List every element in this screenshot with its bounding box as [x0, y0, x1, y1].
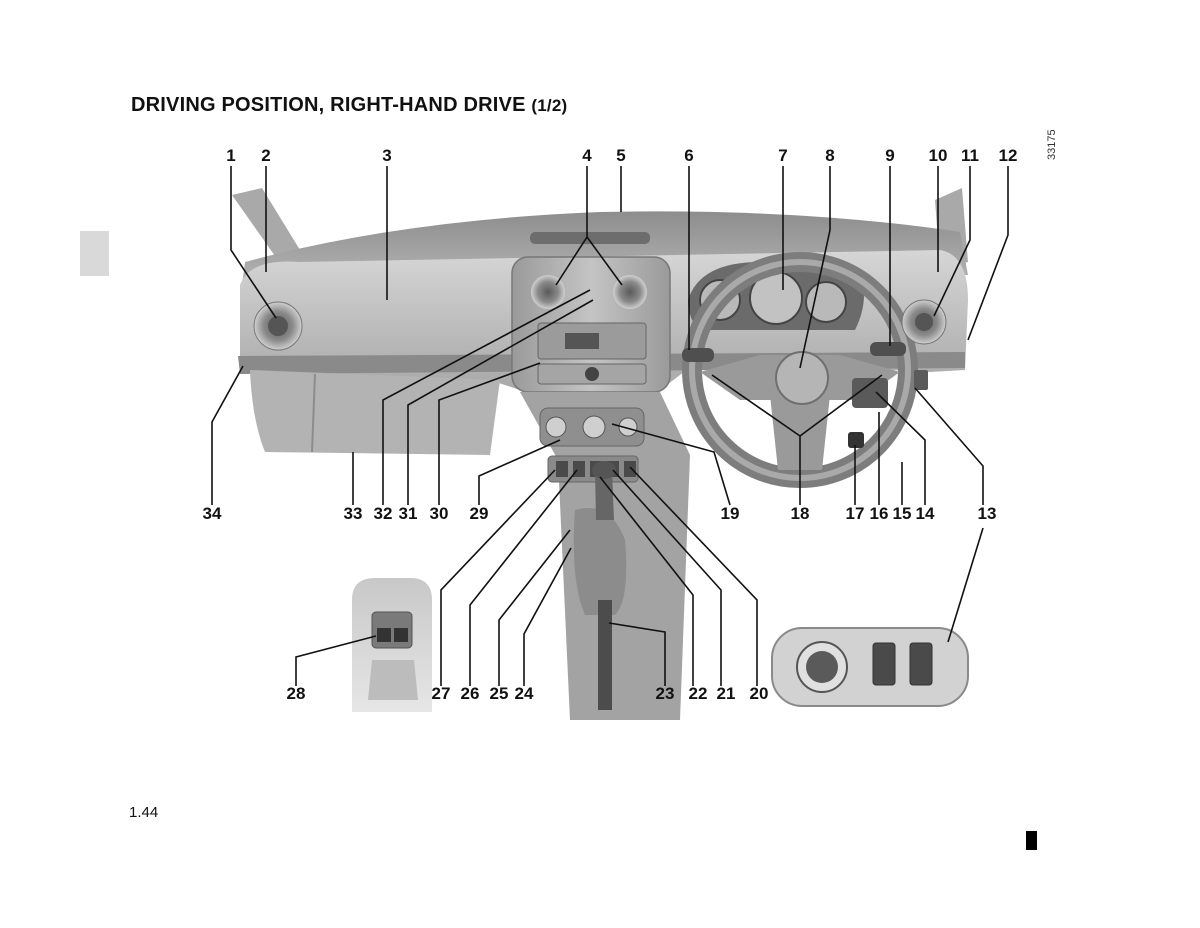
callout-25: 25	[490, 684, 509, 703]
callout-2: 2	[261, 146, 270, 165]
callout-10: 10	[929, 146, 948, 165]
end-of-section-mark	[1026, 831, 1037, 850]
callout-24: 24	[515, 684, 534, 703]
callout-1: 1	[226, 146, 235, 165]
callout-4: 4	[582, 146, 592, 165]
callout-6: 6	[684, 146, 693, 165]
callout-7: 7	[778, 146, 787, 165]
callout-27: 27	[432, 684, 451, 703]
callout-5: 5	[616, 146, 625, 165]
window-switch-inset-illustration	[352, 578, 432, 712]
callout-30: 30	[430, 504, 449, 523]
callout-34: 34	[203, 504, 222, 523]
page-title: DRIVING POSITION, RIGHT-HAND DRIVE (1/2)	[131, 94, 567, 117]
callout-29: 29	[470, 504, 489, 523]
page-title-text: DRIVING POSITION, RIGHT-HAND DRIVE	[131, 94, 526, 116]
callout-15: 15	[893, 504, 912, 523]
page-number: 1.44	[129, 804, 159, 821]
callouts-middle: 34 33 32 31 30 29 19 18 17 16 15 14 13	[203, 504, 997, 523]
mirror-control-inset-illustration	[771, 627, 969, 707]
callout-31: 31	[399, 504, 418, 523]
callout-11: 11	[961, 146, 979, 165]
chapter-tab	[80, 231, 109, 276]
callout-12: 12	[999, 146, 1018, 165]
callout-33: 33	[344, 504, 363, 523]
callout-14: 14	[916, 504, 935, 523]
callout-19: 19	[721, 504, 740, 523]
dashboard-illustration	[232, 188, 968, 720]
callout-3: 3	[382, 146, 391, 165]
callout-16: 16	[870, 504, 889, 523]
callout-23: 23	[656, 684, 675, 703]
callout-26: 26	[461, 684, 480, 703]
callout-28: 28	[287, 684, 306, 703]
callout-18: 18	[791, 504, 810, 523]
page-title-suffix: (1/2)	[531, 96, 568, 115]
callout-13: 13	[978, 504, 997, 523]
callout-22: 22	[689, 684, 708, 703]
callout-8: 8	[825, 146, 834, 165]
callouts-top: 1 2 3 4 5 6 7 8 9 10 11 12	[226, 146, 1017, 165]
callouts-bottom: 28 27 26 25 24 23 22 21 20	[287, 684, 769, 703]
leader-lines	[211, 166, 1009, 686]
callout-21: 21	[717, 684, 736, 703]
callout-32: 32	[374, 504, 393, 523]
callout-17: 17	[846, 504, 865, 523]
callout-20: 20	[750, 684, 769, 703]
callout-9: 9	[885, 146, 894, 165]
